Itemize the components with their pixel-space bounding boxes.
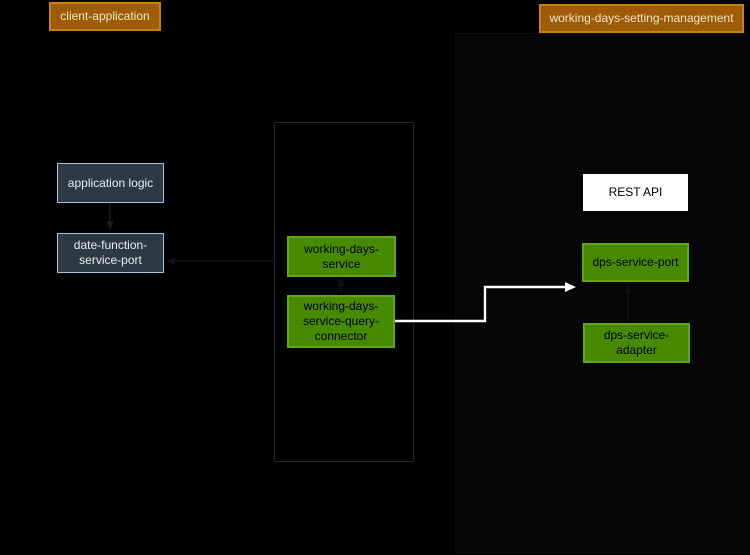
node-date-function-service-port-label: date-function-service-port xyxy=(73,238,148,267)
node-application-logic-label: application logic xyxy=(67,175,154,190)
node-rest-api-label: REST API xyxy=(608,185,663,199)
setting-management-group-container[interactable] xyxy=(455,33,749,553)
node-working-days-service-query-connector-label: working-days-service-query-connector xyxy=(302,299,380,343)
node-working-days-service[interactable]: working-days-service xyxy=(287,236,396,277)
node-working-days-setting-management[interactable]: working-days-setting-management xyxy=(539,4,744,33)
node-dps-service-port[interactable]: dps-service-port xyxy=(582,243,689,282)
node-rest-api[interactable]: REST API xyxy=(583,174,688,211)
edge-application-logic-to-date-function-service-port[interactable] xyxy=(106,203,114,230)
node-dps-service-adapter[interactable]: dps-service-adapter xyxy=(583,323,690,363)
node-working-days-service-label: working-days-service xyxy=(304,241,379,271)
edge-working-days-service-to-date-function-service-port[interactable] xyxy=(166,257,274,265)
node-client-application-label: client-application xyxy=(60,9,150,23)
node-working-days-service-query-connector[interactable]: working-days-service-query-connector xyxy=(287,295,395,348)
working-days-container[interactable] xyxy=(274,122,414,462)
node-dps-service-adapter-label: dps-service-adapter xyxy=(603,328,670,357)
node-dps-service-port-label: dps-service-port xyxy=(592,255,679,269)
node-application-logic[interactable]: application logic xyxy=(57,163,164,203)
node-client-application[interactable]: client-application xyxy=(49,2,161,31)
node-working-days-setting-management-label: working-days-setting-management xyxy=(549,11,734,25)
node-date-function-service-port[interactable]: date-function-service-port xyxy=(57,233,164,273)
